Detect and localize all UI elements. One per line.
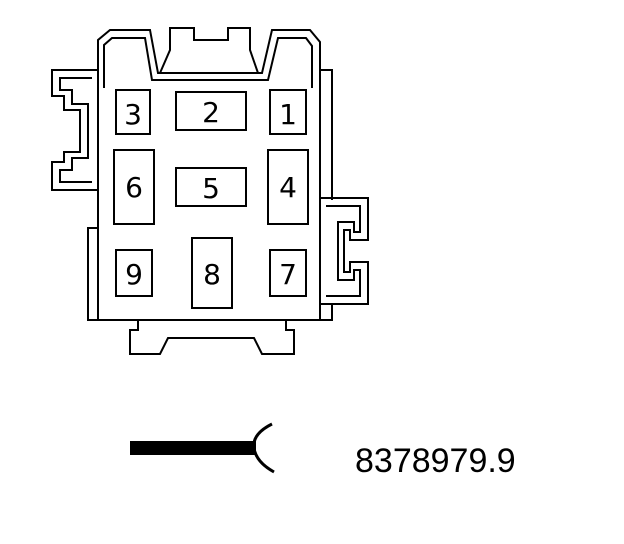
housing-inner-top: [103, 37, 313, 88]
cavity-label-7: 7: [279, 258, 297, 291]
cavity-label-6: 6: [125, 171, 143, 204]
housing-body: [97, 29, 321, 320]
right-lock-tab: [320, 197, 369, 305]
female-terminal-icon: [130, 422, 275, 474]
cavity-label-1: 1: [279, 98, 297, 131]
cavity-label-9: 9: [125, 258, 143, 291]
cavity-4: 4: [267, 149, 309, 225]
cavity-1: 1: [269, 89, 307, 135]
cavity-label-2: 2: [202, 96, 220, 129]
left-lock-tab: [51, 69, 98, 191]
right-lock-tab-inner: [326, 205, 361, 297]
top-latch: [158, 27, 260, 74]
cavity-label-5: 5: [202, 172, 220, 205]
cavity-5: 5: [175, 167, 247, 207]
cavity-label-3: 3: [124, 98, 142, 131]
cavity-3: 3: [115, 89, 151, 135]
left-lower-rib: [87, 227, 98, 321]
cavity-8: 8: [191, 237, 233, 309]
bottom-frame: [88, 304, 333, 321]
bottom-latch: [129, 320, 295, 355]
cavity-2: 2: [175, 91, 247, 131]
cavity-label-8: 8: [203, 258, 221, 291]
cavity-6: 6: [113, 149, 155, 225]
reference-number: 8378979.9: [355, 442, 516, 480]
cavity-label-4: 4: [279, 171, 297, 204]
left-lock-tab-inner: [59, 77, 92, 183]
cavity-7: 7: [269, 249, 307, 297]
cavity-9: 9: [115, 249, 153, 297]
right-upper-tab: [320, 69, 333, 200]
connector-housing: [51, 27, 369, 355]
